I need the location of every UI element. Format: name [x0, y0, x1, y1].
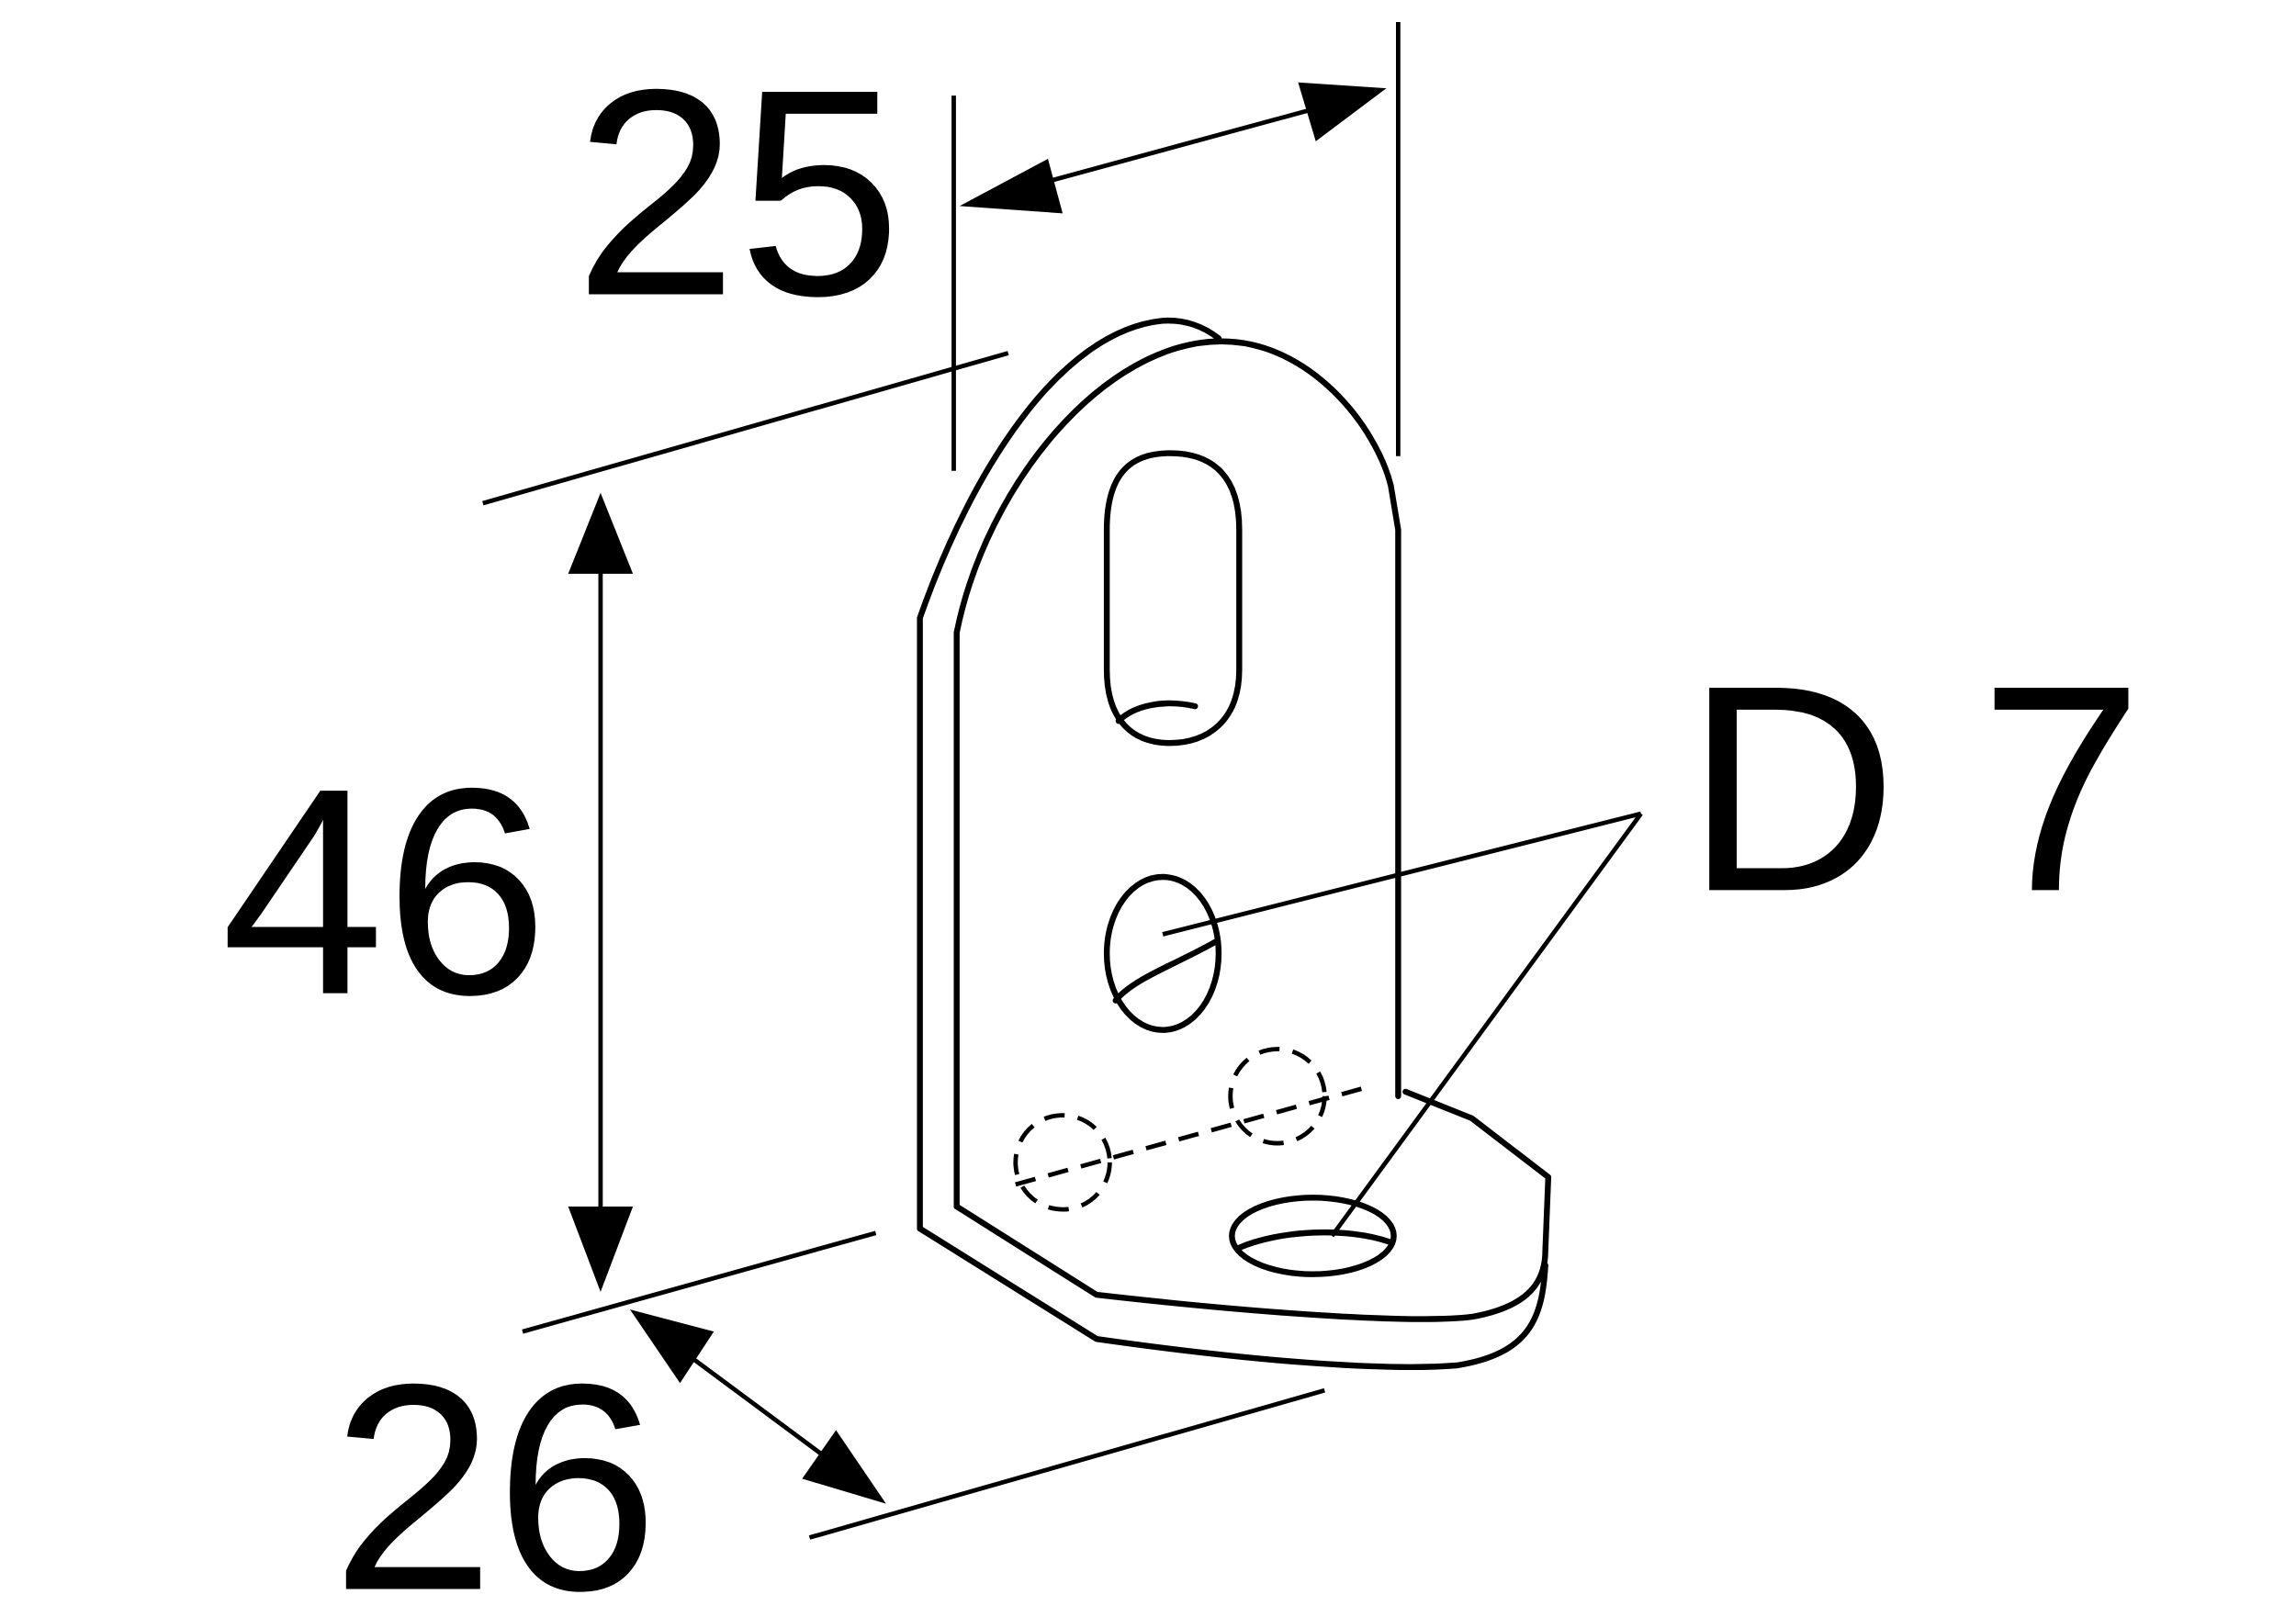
round-hole: [1103, 873, 1222, 1033]
bracket-front-face: [953, 338, 1401, 1210]
dimension-height: 46: [221, 351, 1009, 1334]
slot-hole-inner: [1115, 700, 1199, 724]
slot-hole: [1103, 450, 1243, 747]
dimension-depth: 26: [332, 1309, 1325, 1617]
bracket-base-plate: [953, 1088, 1552, 1322]
dimension-width: 25: [574, 22, 1401, 471]
angle-bracket: [917, 317, 1552, 1370]
base-hole: [1229, 1195, 1397, 1277]
hole-diameter-label: D 7: [1685, 623, 2144, 952]
bracket-back-edge: [917, 317, 1222, 1232]
round-hole-inner: [1112, 938, 1219, 1004]
dimension-depth-label: 26: [332, 1323, 658, 1617]
bracket-base-thickness: [917, 1225, 1548, 1370]
base-hole-inner: [1236, 1229, 1392, 1252]
hole-diameter-callout: D 7: [1162, 623, 2144, 1238]
hidden-holes: [1013, 1047, 1362, 1212]
dimension-width-label: 25: [574, 28, 901, 356]
dimension-height-label: 46: [221, 727, 548, 1056]
